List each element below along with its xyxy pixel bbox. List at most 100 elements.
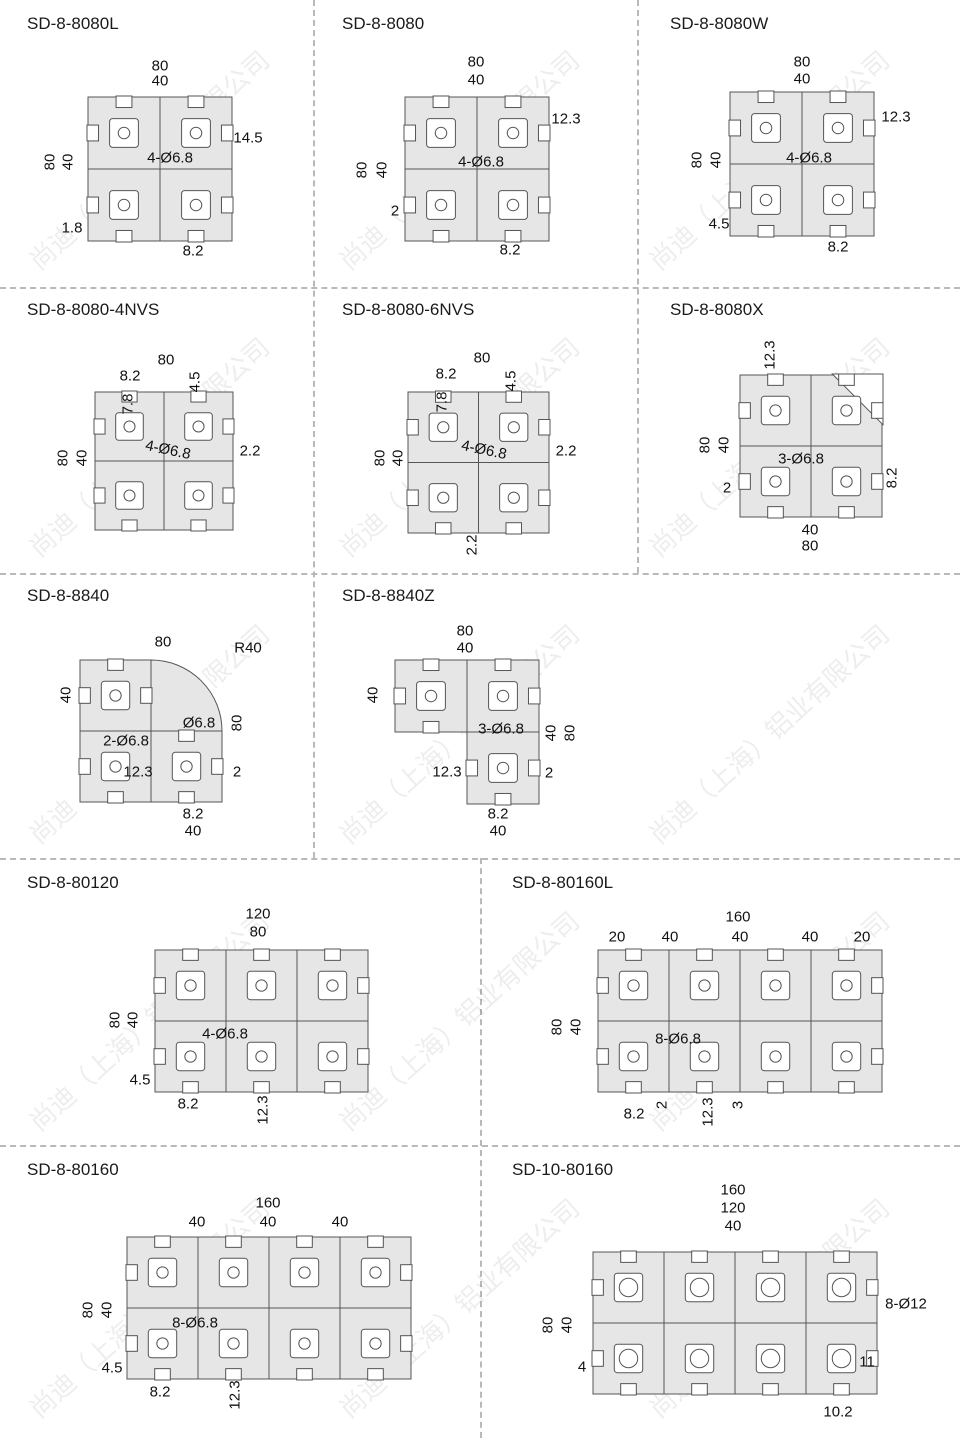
profile-title: SD-8-8080-4NVS [27,300,160,319]
bore-hole [627,979,640,992]
t-slot [296,1368,313,1381]
dimension-label: 12.3 [432,763,462,781]
bore-hole [255,1050,268,1063]
dimension-label: 120 [245,905,271,923]
dimension-label: 80 [157,351,175,369]
bore-hole [496,761,510,775]
bore-hole [831,193,845,207]
profile-title: SD-8-8840 [27,586,110,605]
t-slot [494,792,512,806]
dimension-label: 4.5 [186,371,204,393]
bore-hole [760,1277,781,1298]
dimension-label: 80 [696,436,714,454]
dimension-label: 12.3 [551,110,581,128]
dimension-label: 80 [371,449,389,467]
t-slot [432,95,450,109]
bore-hole [769,404,782,417]
dimension-label: 4-Ø6.8 [458,153,504,171]
t-slot [838,506,855,519]
t-slot [757,90,775,104]
dimension-label: 2 [232,763,242,781]
t-slot [78,758,91,775]
bore-hole [369,1266,382,1279]
dimension-label: 4-Ø6.8 [786,149,832,167]
profile-drawing [728,90,876,238]
t-slot [93,418,106,435]
t-slot [767,373,784,386]
t-slot [871,977,884,994]
bore-hole [840,979,853,992]
profile-title: SD-8-80160L [512,873,614,892]
bore-hole [698,1050,711,1063]
divider [0,573,960,575]
dimension-label: 4-Ø6.8 [202,1025,248,1043]
t-slot [253,948,270,961]
dimension-label: 3 [729,1100,747,1110]
profile-drawing [406,390,551,535]
dimension-label: 40 [558,1316,576,1334]
t-slot [154,1368,171,1381]
t-slot [767,1081,784,1094]
dimension-label: 40 [364,686,382,704]
dimension-label: 80 [688,151,706,169]
dimension-label: 80 [456,622,474,640]
profile-title: SD-8-8080W [670,14,769,33]
t-slot [738,473,751,490]
bore-hole [840,1050,853,1063]
t-slot [728,191,742,209]
t-slot [115,95,133,109]
bore-hole [117,198,131,212]
dimension-label: 80 [548,1018,566,1036]
bore-hole [298,1266,311,1279]
t-slot [829,224,847,238]
dimension-label: R40 [234,639,262,657]
bore-hole [326,979,339,992]
t-slot [178,729,195,742]
bore-hole [506,126,520,140]
t-slot [767,506,784,519]
dimension-label: 80 [801,537,819,555]
t-slot [125,1335,138,1352]
t-slot [400,1335,413,1352]
dimension-label: 40 [801,521,819,539]
bore-hole [298,1337,311,1350]
bore-hole [831,121,845,135]
dimension-label: 4.5 [129,1071,151,1089]
dimension-label: 80 [561,724,579,742]
dimension-label: 160 [720,1181,746,1199]
divider [0,858,960,860]
dimension-label: 40 [73,449,91,467]
bore-hole [760,1348,781,1369]
t-slot [222,487,235,504]
t-slot [691,1383,708,1396]
dimension-label: 40 [707,151,725,169]
t-slot [324,948,341,961]
t-slot [504,95,522,109]
t-slot [434,390,452,403]
t-slot [527,759,541,777]
bore-hole [434,198,448,212]
t-slot [538,489,551,507]
bore-hole [326,1050,339,1063]
t-slot [93,487,106,504]
bore-hole [184,979,197,992]
t-slot [591,1279,604,1296]
dimension-label: 4.5 [101,1359,123,1377]
profile-drawing [125,1235,413,1381]
t-slot [696,1081,713,1094]
t-slot [866,1279,879,1296]
t-slot [182,948,199,961]
bore-hole [496,689,510,703]
dimension-label: 8.2 [177,1095,199,1113]
t-slot [762,1383,779,1396]
dimension-label: 20 [608,928,626,946]
dimension-label: 80 [106,1011,124,1029]
profile-drawing [738,373,884,519]
bore-hole [156,1337,169,1350]
bore-hole [192,489,205,502]
t-slot [691,1250,708,1263]
t-slot [393,687,407,705]
bore-hole [759,121,773,135]
profile-title: SD-8-80120 [27,873,119,892]
bore-hole [840,475,853,488]
